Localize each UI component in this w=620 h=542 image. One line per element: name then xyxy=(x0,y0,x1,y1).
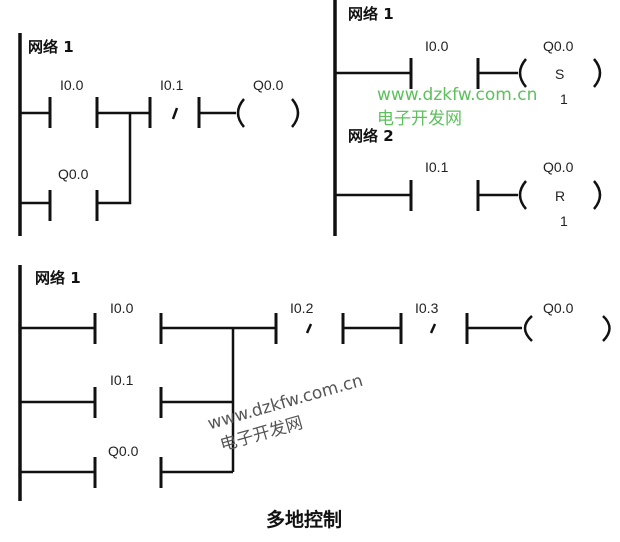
contact-label: Q0.0 xyxy=(58,166,89,182)
watermark-name: 电子开发网 xyxy=(377,109,462,129)
watermark-url: www.dzkfw.com.cn xyxy=(377,85,537,105)
network-label: 网络 2 xyxy=(348,127,394,145)
contact-label: I0.1 xyxy=(110,372,134,388)
contact-label: I0.2 xyxy=(290,300,314,316)
coil-q00 xyxy=(523,315,611,342)
contact-label: Q0.0 xyxy=(108,443,139,459)
network-label: 网络 1 xyxy=(28,38,74,56)
coil-count: 1 xyxy=(560,213,568,229)
contact-no-i01 xyxy=(93,387,163,418)
diagram-caption: 多地控制 xyxy=(266,508,342,531)
contact-no-q00 xyxy=(48,190,99,221)
diagram-a-self-hold: 网络 1 I0.0 I0.1 Q0.0 Q0.0 xyxy=(18,33,300,236)
network-label: 网络 1 xyxy=(348,5,394,23)
coil-count: 1 xyxy=(560,91,568,107)
contact-no-i00 xyxy=(48,97,99,128)
coil-label: Q0.0 xyxy=(543,38,574,54)
contact-nc-i02 xyxy=(274,313,345,344)
coil-label: Q0.0 xyxy=(543,300,574,316)
coil-type: R xyxy=(555,188,565,204)
contact-nc-i03 xyxy=(399,313,469,344)
network-label: 网络 1 xyxy=(35,269,81,287)
contact-label: I0.1 xyxy=(160,77,184,93)
contact-no-i01 xyxy=(409,180,480,211)
coil-label: Q0.0 xyxy=(543,159,574,175)
contact-label: I0.0 xyxy=(425,38,449,54)
diagram-b-set-reset: 网络 1 I0.0 Q0.0 S 1 网络 2 I0.1 Q0.0 R 1 ww… xyxy=(333,0,602,236)
coil-label: Q0.0 xyxy=(253,77,284,93)
contact-no-i00 xyxy=(93,313,163,344)
diagram-c-multi-location: 网络 1 I0.0 I0.1 Q0.0 I0.2 I0.3 Q0.0 www.d… xyxy=(18,265,611,531)
reset-coil-q00 xyxy=(518,180,602,210)
contact-no-q00 xyxy=(93,457,163,488)
coil-q00 xyxy=(236,98,300,128)
contact-label: I0.3 xyxy=(415,300,439,316)
contact-label: I0.0 xyxy=(110,300,134,316)
contact-label: I0.1 xyxy=(425,159,449,175)
set-coil-q00 xyxy=(518,58,602,88)
contact-nc-i01 xyxy=(148,97,201,128)
contact-no-i00 xyxy=(409,58,480,89)
contact-label: I0.0 xyxy=(60,77,84,93)
coil-type: S xyxy=(555,66,564,82)
